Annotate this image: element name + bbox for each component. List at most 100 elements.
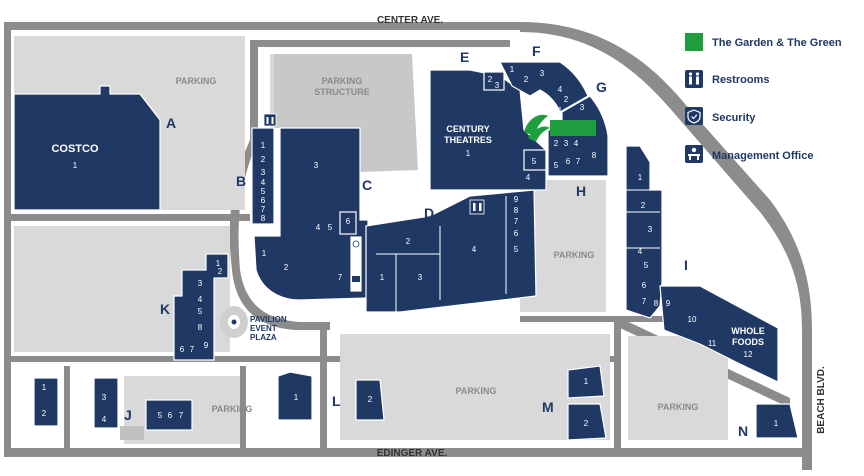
building-d-shape [365,189,537,313]
suite-k-9: 9 [204,341,209,350]
suite-j-1-2 [33,377,59,427]
pavilion-label-3: PLAZA [250,333,277,342]
suite-d-9: 9 [514,195,519,204]
building-letter-m: M [542,399,554,415]
parking-m [340,334,610,440]
suite-b-5: 5 [261,187,266,196]
building-letter-g: G [596,79,607,95]
building-letter-n: N [738,423,748,439]
suite-i-1: 1 [638,173,643,182]
suite-g-3b: 3 [564,139,569,148]
suite-d-7: 7 [514,217,519,226]
parking-label-east: PARKING [658,402,699,412]
parking-label-j: PARKING [212,404,253,414]
pavilion-label-2: EVENT [250,324,277,333]
suite-b-8: 8 [261,214,266,223]
suite-d-6: 6 [514,229,519,238]
parking-structure-label-2: STRUCTURE [314,87,370,97]
costco-label: COSTCO [51,143,99,155]
parking-east [628,336,728,440]
suite-j-1: 1 [42,383,47,392]
suite-b-4: 4 [261,178,266,187]
suite-g-1: 1 [558,106,563,115]
building-k-shape [173,253,229,361]
suite-c-4: 4 [316,223,321,232]
east-inner-road [520,316,730,322]
edinger-ave-label: EDINGER AVE. [377,448,448,459]
whole-foods-label-2: FOODS [732,337,764,347]
suite-i-11: 11 [708,339,717,348]
suite-i-12: 12 [744,350,753,359]
suite-f-4: 4 [558,85,563,94]
garden-swatch-icon [685,33,703,51]
suite-e-5: 5 [532,157,537,166]
century-theatres-building [429,69,547,191]
suite-b-6: 6 [261,196,266,205]
suite-g-4: 4 [574,139,579,148]
suite-k-3: 3 [198,279,203,288]
suite-k-6: 6 [180,345,185,354]
building-letter-d: D [424,205,434,221]
suite-d-4: 4 [472,245,477,254]
building-i-whole-foods [659,285,779,383]
suite-i-3: 3 [648,225,653,234]
suite-i-2: 2 [641,201,646,210]
j-walkway [120,426,144,440]
suite-g-2: 2 [564,95,569,104]
suite-j-3: 3 [102,393,107,402]
century-label-1: CENTURY [446,124,489,134]
suite-c-5: 5 [328,223,333,232]
suite-i-5: 5 [644,261,649,270]
building-c-shape [253,127,369,301]
restroom-icon [263,113,277,127]
suite-g-5: 5 [554,161,559,170]
building-letter-a: A [166,115,176,131]
building-f: 1 2 3 4 F [499,43,589,113]
suite-g-2b: 2 [554,139,559,148]
building-letter-e: E [460,49,469,65]
building-letter-i: I [684,257,688,273]
suite-c-2: 2 [284,263,289,272]
beach-blvd-label: BEACH BLVD. [816,366,827,434]
restroom-icon [685,70,703,88]
building-m: 1 2 M [542,365,607,441]
building-letter-k: K [160,301,170,317]
suite-f-1: 1 [510,65,515,74]
pavilion-label-1: PAVILION [250,315,287,324]
suite-g-8: 8 [592,151,597,160]
suite-m-2-box [567,403,607,441]
suite-b-7: 7 [261,205,266,214]
suite-k-2: 2 [218,267,223,276]
suite-g-7: 7 [576,157,581,166]
building-e: CENTURY THEATRES 1 2 3 5 4 E [429,49,547,191]
suite-e-2: 2 [488,75,493,84]
building-f-shape [499,61,589,113]
j-road-east [240,366,246,450]
building-n: 1 N [738,403,799,439]
west-road [4,26,11,456]
suite-b-3: 3 [261,168,266,177]
suite-m-1: 1 [584,377,589,386]
century-label-2: THEATRES [444,135,492,145]
center-ave-label: CENTER AVE. [377,15,443,26]
suite-j-7: 7 [179,411,184,420]
suite-i-10: 10 [688,315,697,324]
suite-l-2-box [355,379,385,421]
legend: The Garden & The Green Restrooms Securit… [685,33,842,163]
suite-i-4: 4 [638,247,643,256]
security-marker-icon [352,240,360,248]
garden-area [524,114,596,142]
suite-g-6: 6 [566,157,571,166]
the-garden-leaf-2 [528,126,550,142]
suite-c-6-box [339,211,357,235]
suite-j-5: 5 [158,411,163,420]
j-road [64,366,70,450]
suite-k-4: 4 [198,295,203,304]
suite-m-1-box [567,365,605,399]
suite-i-9: 9 [666,299,671,308]
middle-road [10,214,250,221]
suite-j-6: 6 [168,411,173,420]
suite-e-2-box [483,71,505,91]
